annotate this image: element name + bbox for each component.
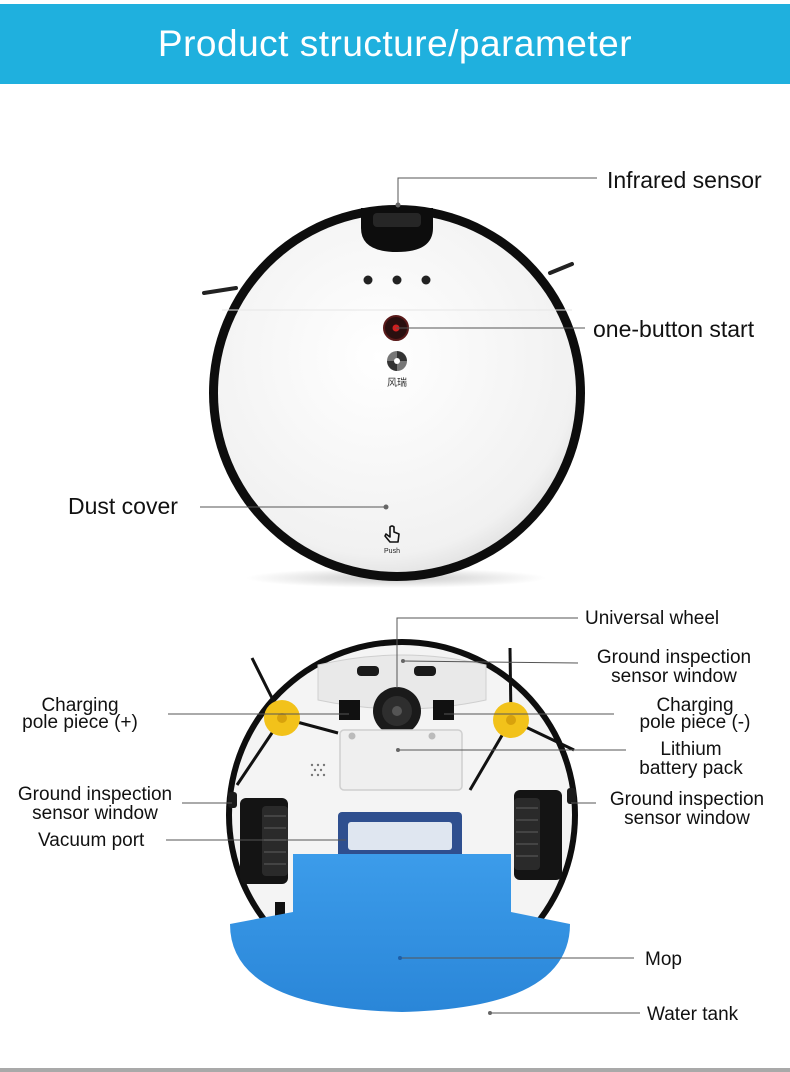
bottom-border <box>0 1068 790 1072</box>
label-vacuum-port: Vacuum port <box>38 830 145 851</box>
push-hand-icon <box>384 525 400 543</box>
label-ground-inspection-top: Ground inspection sensor window <box>583 648 765 686</box>
label-line: sensor window <box>611 666 737 687</box>
vacuum-port-opening <box>348 822 452 850</box>
label-charging-minus: Charging pole piece (-) <box>628 695 762 734</box>
robot-top-view: 风瑞 Push <box>200 177 597 588</box>
label-line: Ground inspection <box>596 647 752 668</box>
leader-dot <box>401 659 405 663</box>
page-title: Product structure/parameter <box>157 23 633 64</box>
label-line: Lithium <box>660 739 722 760</box>
label-water-tank: Water tank <box>647 1004 739 1025</box>
side-brush-right <box>468 647 575 791</box>
leader-universal-wheel <box>396 617 578 688</box>
ground-sensor-window-right <box>567 788 576 804</box>
label-ground-inspection-left: Ground inspection sensor window <box>4 785 186 823</box>
battery-cover <box>339 729 463 791</box>
indicator-dot <box>421 275 431 285</box>
label-line: pole piece (-) <box>639 712 751 734</box>
label-line: Charging <box>41 695 119 716</box>
label-line: Charging <box>656 695 734 716</box>
mop-pad <box>230 854 570 1012</box>
label-line: Ground inspection <box>609 789 765 810</box>
leader-infrared <box>397 177 597 205</box>
side-brush-center <box>277 713 287 723</box>
leader-dot <box>395 202 401 208</box>
indicator-dot <box>392 275 402 285</box>
brand-logo-icon <box>387 351 407 371</box>
universal-wheel-axle <box>392 706 402 716</box>
label-universal-wheel: Universal wheel <box>585 608 720 629</box>
side-brush-left <box>235 657 339 786</box>
speaker-grille <box>310 763 326 777</box>
push-text: Push <box>384 548 400 555</box>
side-brush-right <box>548 262 574 275</box>
indicator-dot <box>363 275 373 285</box>
label-lithium-battery: Lithium battery pack <box>628 740 754 778</box>
label-charging-plus: Charging pole piece (+) <box>10 695 150 734</box>
drive-wheel-left <box>240 798 288 884</box>
ground-sensor-window <box>414 666 436 676</box>
leader-dot <box>488 1011 492 1015</box>
label-infrared-sensor: Infrared sensor <box>607 167 762 193</box>
label-one-button-start: one-button start <box>593 316 755 342</box>
infrared-sensor-lens <box>373 213 421 227</box>
label-line: battery pack <box>639 758 743 779</box>
leader-dot <box>398 956 402 960</box>
robot-top-surface <box>218 214 576 572</box>
robot-bottom-view <box>166 617 640 1015</box>
charging-pole-minus <box>433 700 454 720</box>
header-banner: Product structure/parameter <box>0 4 790 84</box>
label-ground-inspection-right: Ground inspection sensor window <box>596 790 778 828</box>
side-brush-left <box>202 286 238 295</box>
drive-wheel-right <box>514 790 562 880</box>
label-mop: Mop <box>645 949 682 970</box>
power-switch <box>275 902 285 916</box>
ground-sensor-window <box>357 666 379 676</box>
label-line: sensor window <box>32 803 158 824</box>
screw <box>428 732 436 740</box>
label-dust-cover: Dust cover <box>68 493 178 519</box>
brand-name: 风瑞 <box>387 377 407 389</box>
screw <box>348 732 356 740</box>
label-line: sensor window <box>624 808 750 829</box>
ground-sensor-window-left <box>228 792 237 808</box>
charging-pole-plus <box>339 700 360 720</box>
label-line: pole piece (+) <box>22 712 138 734</box>
label-line: Ground inspection <box>17 784 173 805</box>
leader-ground-sensor-top <box>402 660 579 664</box>
side-brush-center <box>506 715 516 725</box>
leader-dot <box>383 504 389 510</box>
leader-dot <box>396 748 400 752</box>
